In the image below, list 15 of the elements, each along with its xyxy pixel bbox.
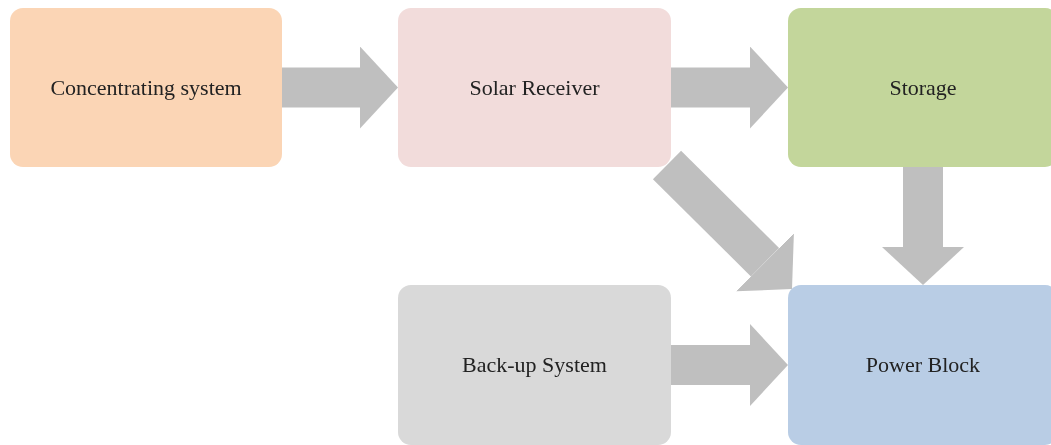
process-box [788,8,1051,167]
box-label: Solar Receiver [469,74,600,101]
block-arrow [652,150,794,292]
process-box [10,8,282,167]
box-label: Concentrating system [50,74,242,101]
block-arrow [882,167,964,285]
process-box [398,8,671,167]
box-label: Power Block [865,352,981,378]
block-arrow [671,46,788,129]
box-label: Storage [889,74,957,101]
block-arrow [282,46,398,129]
block-arrow [671,324,788,406]
process-box [398,285,671,445]
box-label: Back-up System [462,352,607,378]
process-box [788,285,1051,445]
